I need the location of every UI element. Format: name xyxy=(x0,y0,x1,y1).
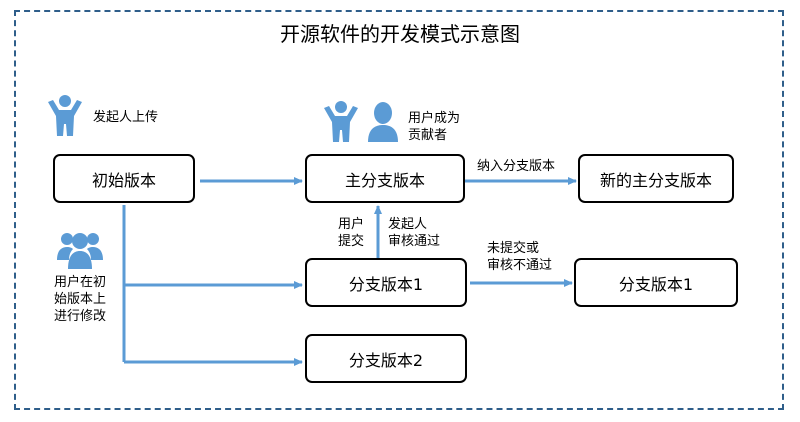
box-main-branch-version: 主分支版本 xyxy=(305,154,465,203)
label-user-submit: 用户 提交 xyxy=(338,217,365,249)
diagram-title: 开源软件的开发模式示意图 xyxy=(280,22,520,46)
label-merge-branch: 纳入分支版本 xyxy=(477,159,556,174)
person-avatar-icon xyxy=(368,102,398,142)
box-branch-version-1: 分支版本1 xyxy=(305,258,467,307)
box-initial-version: 初始版本 xyxy=(53,154,195,203)
box-branch-version-2: 分支版本2 xyxy=(305,334,467,383)
label-users-modify: 用户在初 始版本上 进行修改 xyxy=(54,275,107,324)
label-not-submitted-or-rejected: 未提交或 审核不通过 xyxy=(487,241,553,273)
user-group-icon xyxy=(57,233,103,269)
box-branch-version-1-rejected: 分支版本1 xyxy=(574,258,738,307)
label-initiator-review: 发起人 审核通过 xyxy=(388,217,441,249)
person-arms-up-icon xyxy=(324,101,358,142)
label-user-becomes-contributor: 用户成为 贡献者 xyxy=(408,111,461,143)
label-initiator-upload: 发起人上传 xyxy=(93,110,159,125)
diagram-frame xyxy=(14,10,784,410)
person-arms-up-icon xyxy=(48,95,82,136)
box-new-main-branch-version: 新的主分支版本 xyxy=(578,154,734,203)
